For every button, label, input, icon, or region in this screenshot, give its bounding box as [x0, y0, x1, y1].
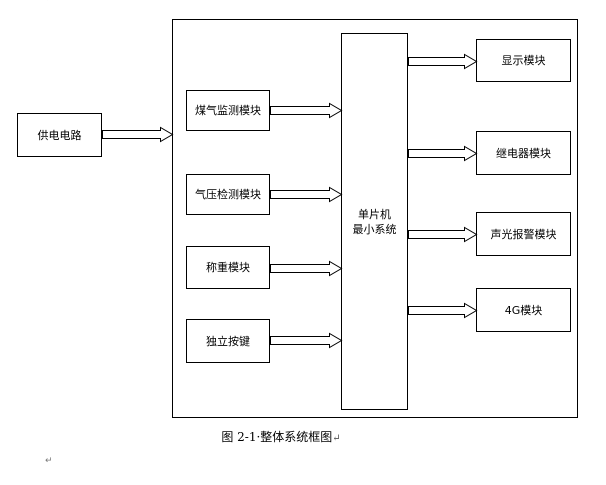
gas-monitor-module-box: 煤气监测模块	[186, 90, 270, 131]
display-module-label: 显示模块	[501, 54, 546, 67]
independent-keys-label: 独立按键	[206, 334, 250, 348]
caption-return-mark: ↵	[332, 433, 341, 444]
arrow-pressure-to-mcu	[270, 186, 343, 203]
relay-module-box: 继电器模块	[476, 131, 571, 175]
sound-light-alarm-module-label: 声光报警模块	[490, 227, 557, 241]
mcu-label-line2: 最小系统	[352, 222, 397, 236]
pressure-detect-module-box: 气压检测模块	[186, 174, 270, 215]
arrow-power-to-system	[102, 126, 174, 143]
arrow-keys-to-mcu	[270, 332, 343, 349]
system-frame	[172, 19, 578, 418]
display-module-box: 显示模块	[476, 39, 571, 82]
independent-keys-box: 独立按键	[186, 319, 270, 363]
arrow-mcu-to-display	[408, 53, 478, 70]
weighing-module-label: 称重模块	[206, 261, 250, 274]
relay-module-label: 继电器模块	[496, 146, 551, 160]
figure-caption-text: 图 2-1·整体系统框图	[221, 430, 333, 444]
arrow-gas-to-mcu	[270, 102, 343, 119]
mcu-minimum-system-box: 单片机 最小系统	[341, 33, 408, 410]
weighing-module-box: 称重模块	[186, 246, 270, 289]
paragraph-mark-bottom: ↵	[45, 456, 53, 466]
pressure-detect-module-label: 气压检测模块	[195, 188, 261, 201]
arrow-mcu-to-4g	[408, 302, 478, 319]
arrow-weighing-to-mcu	[270, 260, 343, 277]
4g-module-box: 4G模块	[476, 288, 571, 332]
paragraph-mark-top: ↵	[45, 0, 53, 4]
4g-module-label: 4G模块	[504, 303, 543, 317]
arrow-mcu-to-relay	[408, 145, 478, 162]
power-supply-label: 供电电路	[37, 128, 82, 142]
mcu-label-line1: 单片机	[358, 207, 391, 221]
arrow-mcu-to-alarm	[408, 226, 478, 243]
power-supply-box: 供电电路	[17, 113, 102, 157]
gas-monitor-module-label: 煤气监测模块	[195, 104, 261, 117]
sound-light-alarm-module-box: 声光报警模块	[476, 212, 571, 256]
figure-caption: 图 2-1·整体系统框图↵	[0, 429, 562, 447]
